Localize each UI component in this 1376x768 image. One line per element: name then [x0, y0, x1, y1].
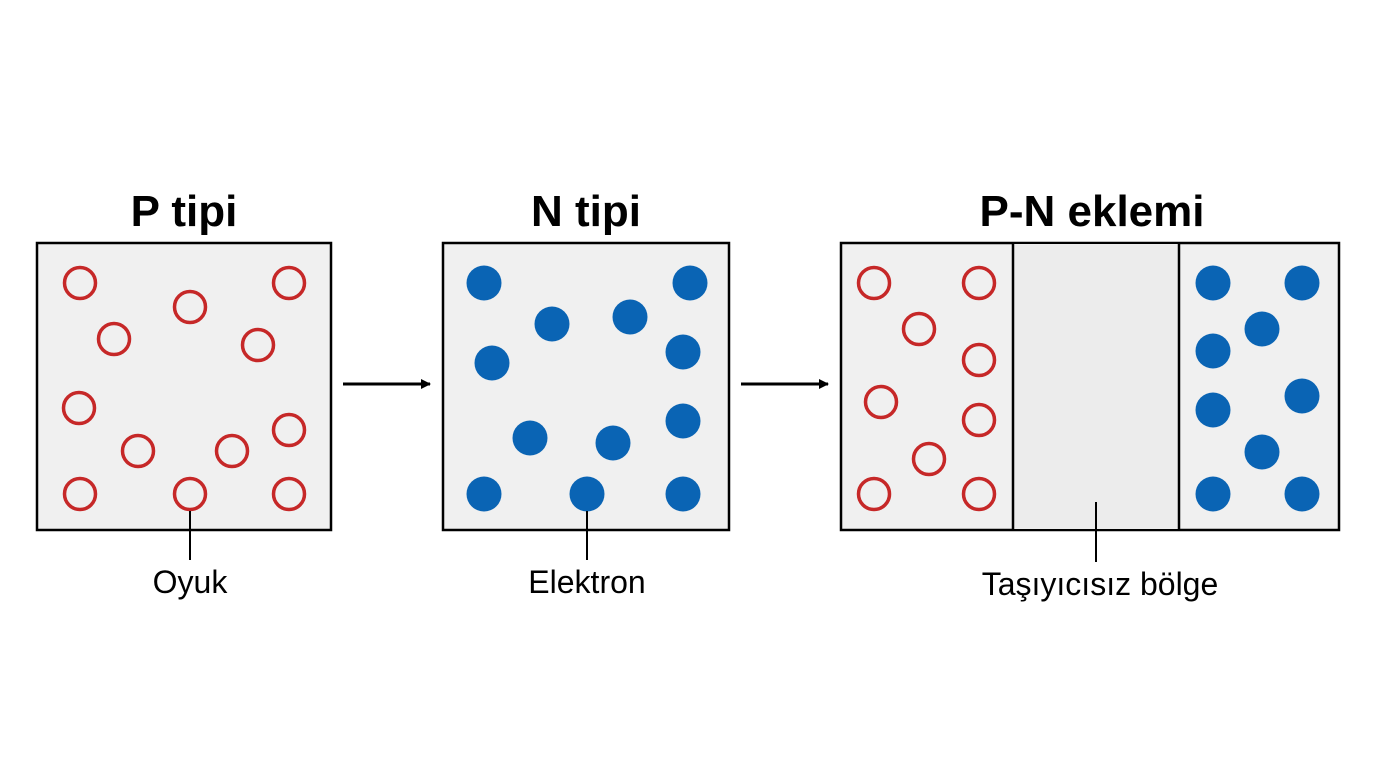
hole: [271, 265, 307, 301]
electron: [1284, 378, 1320, 414]
hole: [961, 476, 997, 512]
electron: [474, 345, 510, 381]
hole: [62, 476, 98, 512]
electron: [665, 476, 701, 512]
electron: [1244, 311, 1280, 347]
electron: [1195, 333, 1231, 369]
hole: [856, 265, 892, 301]
hole: [271, 412, 307, 448]
p-type-holes: [61, 265, 307, 512]
hole: [61, 390, 97, 426]
electron: [534, 306, 570, 342]
electron: [466, 476, 502, 512]
hole: [901, 311, 937, 347]
hole: [172, 289, 208, 325]
electron: [665, 403, 701, 439]
hole: [856, 476, 892, 512]
n-type-panel: N tipi Elektron: [441, 187, 731, 600]
hole: [961, 265, 997, 301]
hole-callout-label: Oyuk: [153, 564, 229, 600]
electron: [672, 265, 708, 301]
hole: [240, 327, 276, 363]
n-type-electrons: [466, 265, 708, 512]
electron: [1195, 392, 1231, 428]
junction-n-side-electrons: [1195, 265, 1320, 512]
electron: [1284, 265, 1320, 301]
hole: [214, 433, 250, 469]
hole: [961, 402, 997, 438]
junction-p-side-holes: [856, 265, 997, 512]
hole: [961, 342, 997, 378]
depletion-region: [1013, 244, 1179, 529]
n-type-title: N tipi: [531, 187, 641, 236]
electron: [1284, 476, 1320, 512]
depletion-callout-label: Taşıyıcısız bölge: [982, 566, 1219, 602]
hole: [120, 433, 156, 469]
junction-panel: P-N eklemi Taşıyıcısız: [839, 187, 1341, 602]
hole: [62, 265, 98, 301]
electron-callout-label: Elektron: [528, 564, 645, 600]
junction-title: P-N eklemi: [980, 187, 1205, 236]
electron: [595, 425, 631, 461]
electron: [466, 265, 502, 301]
hole: [172, 476, 208, 512]
electron: [665, 334, 701, 370]
electron: [512, 420, 548, 456]
electron: [1195, 476, 1231, 512]
hole: [271, 476, 307, 512]
electron: [1244, 434, 1280, 470]
electron: [1195, 265, 1231, 301]
hole: [911, 441, 947, 477]
hole: [96, 321, 132, 357]
electron: [569, 476, 605, 512]
p-type-panel: P tipi Oyuk: [35, 187, 333, 600]
p-type-box: [35, 241, 333, 532]
p-type-title: P tipi: [131, 187, 238, 236]
electron: [612, 299, 648, 335]
hole: [863, 384, 899, 420]
